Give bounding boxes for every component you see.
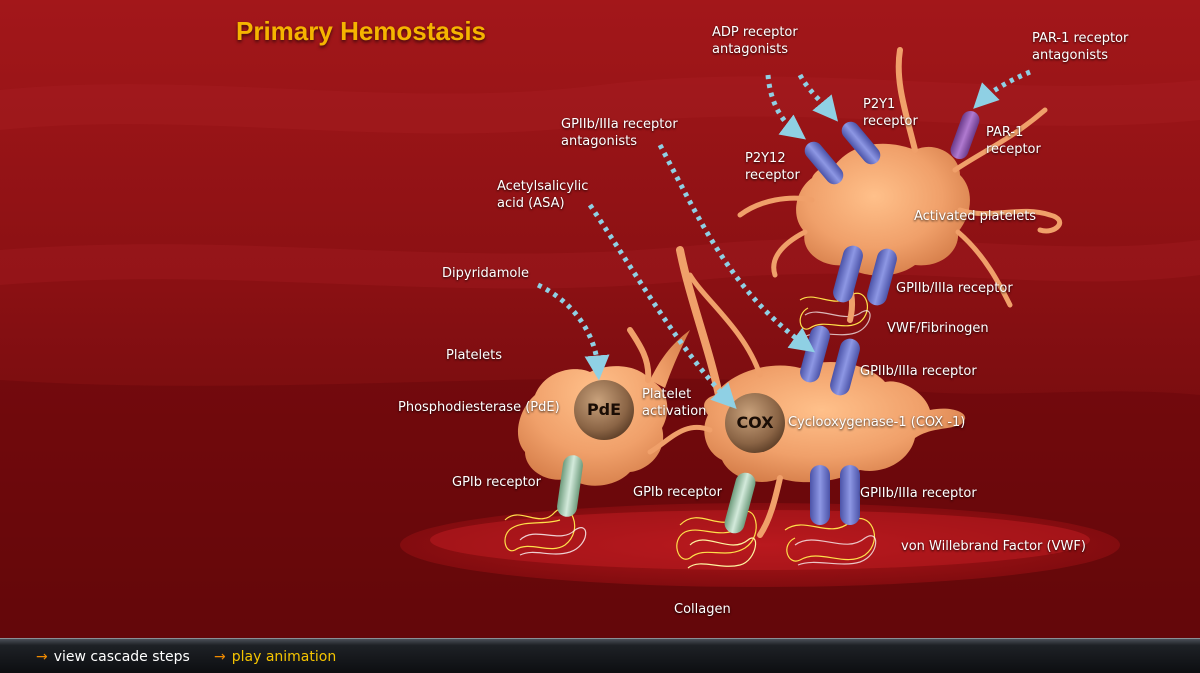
gpib-left-label: GPIb receptor xyxy=(452,474,541,491)
view-cascade-steps-button[interactable]: → view cascade steps xyxy=(36,649,190,665)
pde-label: Phosphodiesterase (PdE) xyxy=(398,399,560,416)
cox-enzyme-text: COX xyxy=(725,413,785,432)
activated-platelets-label: Activated platelets xyxy=(914,208,1036,225)
view-cascade-steps-label: view cascade steps xyxy=(54,649,190,665)
vwf-fibrinogen-label: VWF/Fibrinogen xyxy=(887,320,989,337)
play-animation-button[interactable]: → play animation xyxy=(214,649,336,665)
gp2b3a-lower-label: GPIIb/IIIa receptor xyxy=(860,485,977,502)
gp2b3a-upper-label: GPIIb/IIIa receptor xyxy=(896,280,1013,297)
vwf-label: von Willebrand Factor (VWF) xyxy=(901,538,1086,555)
dipyridamole-label: Dipyridamole xyxy=(442,265,529,282)
play-animation-label: play animation xyxy=(232,649,336,665)
orange-arrow-icon: → xyxy=(214,649,226,665)
cox1-label: Cyclooxygenase-1 (COX -1) xyxy=(788,414,965,431)
page-title: Primary Hemostasis xyxy=(236,16,486,47)
gp2b3a-middle-label: GPIIb/IIIa receptor xyxy=(860,363,977,380)
orange-arrow-icon: → xyxy=(36,649,48,665)
footer-bar: → view cascade steps → play animation xyxy=(0,638,1200,673)
collagen-label: Collagen xyxy=(674,601,731,618)
platelets-label: Platelets xyxy=(446,347,502,364)
pde-enzyme-text: PdE xyxy=(574,400,634,419)
gpib-center-label: GPIb receptor xyxy=(633,484,722,501)
